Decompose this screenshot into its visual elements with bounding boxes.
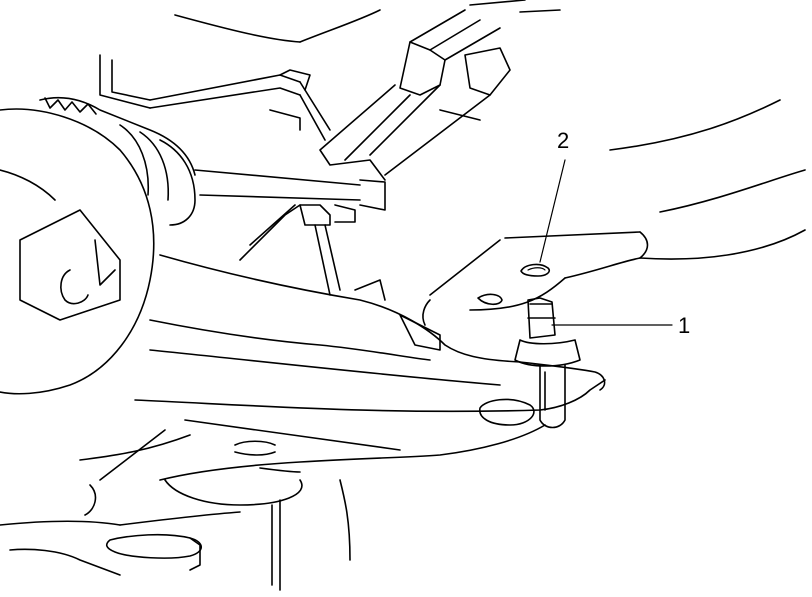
brake-lines	[99, 0, 526, 181]
leader-lines	[539, 159, 673, 326]
snap-ring	[520, 263, 551, 277]
lower-control-arm	[0, 254, 606, 591]
cv-joint-boot	[0, 108, 155, 395]
stabilizer-link	[239, 204, 386, 301]
body-frame-lines	[174, 9, 806, 311]
callout-label-2: 2	[557, 128, 569, 153]
callout-label-1: 1	[678, 313, 690, 338]
ball-joint-stud	[514, 297, 581, 429]
drive-shaft	[39, 96, 386, 226]
leader-line-2	[539, 159, 566, 263]
